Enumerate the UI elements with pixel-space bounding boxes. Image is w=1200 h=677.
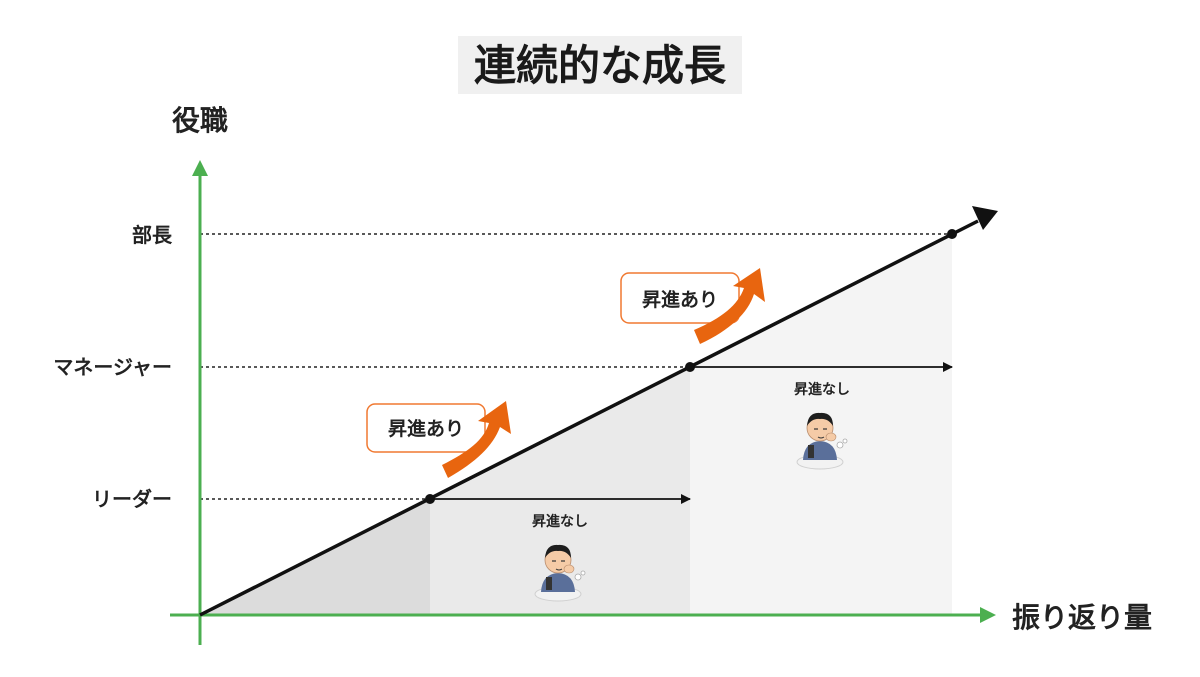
level-label-manager: マネージャー — [53, 355, 172, 379]
promotion-label-1: 昇進あり — [388, 418, 464, 440]
growth-line — [199, 219, 979, 617]
no-promotion-label-1: 昇進なし — [532, 514, 588, 530]
director-point — [947, 229, 957, 239]
growth-line-arrowhead — [972, 206, 998, 230]
level-label-leader: リーダー — [92, 487, 172, 511]
title-highlight — [458, 36, 742, 94]
resting-worker-icon — [534, 544, 586, 602]
promotion-label-2: 昇進あり — [642, 289, 718, 311]
resting-worker-icon — [796, 412, 848, 470]
page-title: 連続的な成長 — [474, 41, 727, 90]
x-axis-arrowhead — [980, 607, 996, 623]
promotion-callout-2: 昇進あり — [620, 268, 765, 344]
shaded-region-leader — [430, 367, 690, 615]
promotion-callout-1: 昇進あり — [366, 401, 511, 478]
y-axis-label: 役職 — [172, 104, 228, 137]
no-promotion-label-2: 昇進なし — [794, 382, 850, 398]
curved-up-arrow-icon — [442, 401, 511, 478]
manager-point — [685, 362, 695, 372]
axes — [170, 160, 996, 645]
x-axis-label: 振り返り量 — [1012, 601, 1152, 634]
curved-up-arrow-icon — [694, 268, 765, 344]
level-label-director: 部長 — [132, 223, 173, 247]
leader-point — [425, 494, 435, 504]
y-axis-arrowhead — [192, 160, 208, 176]
